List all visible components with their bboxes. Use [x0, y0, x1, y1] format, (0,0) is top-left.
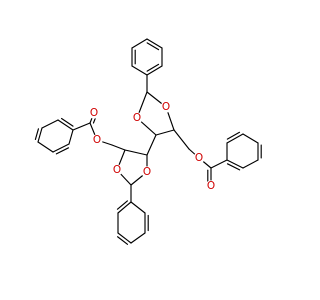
oxygen-atom-background — [88, 107, 100, 119]
single-bond — [68, 129, 74, 145]
oxygen-atom-label: O — [133, 112, 141, 124]
oxygen-atom-background — [111, 164, 123, 176]
bond-layer — [34, 38, 262, 245]
single-bond — [173, 129, 190, 150]
double-bond — [57, 119, 74, 131]
oxygen-atom-background — [160, 101, 172, 113]
oxygen-atom-background — [193, 152, 205, 164]
oxygen-atom-label: O — [162, 101, 170, 113]
double-bond — [146, 65, 163, 76]
oxygen-atom-background — [91, 134, 103, 146]
double-bond-inner — [146, 63, 160, 72]
double-bond — [226, 159, 244, 169]
single-bond — [210, 159, 228, 169]
oxygen-atom-background — [141, 166, 153, 178]
oxygen-atom-background — [205, 180, 217, 192]
single-bond — [124, 149, 148, 156]
single-bond — [111, 144, 126, 151]
atom-label-layer: O O O O O O O O — [88, 101, 217, 192]
double-bond — [117, 201, 132, 214]
double-bond-inner — [226, 131, 241, 140]
molecule-structure-diagram: O O O O O O O O — [34, 38, 262, 245]
oxygen-atom-label: O — [90, 107, 98, 119]
single-bond — [146, 134, 157, 156]
double-bond — [226, 133, 244, 144]
double-bond-inner — [34, 128, 40, 141]
single-bond — [72, 122, 91, 131]
oxygen-atom-label: O — [113, 164, 121, 176]
oxygen-atom-label: O — [143, 166, 151, 178]
single-bond — [155, 129, 175, 136]
double-bond-inner — [116, 200, 128, 210]
double-bond-inner — [117, 236, 129, 245]
double-bond — [52, 143, 70, 153]
double-bond-inner — [146, 42, 160, 51]
single-bond — [41, 119, 59, 129]
double-bond-inner — [55, 147, 70, 155]
double-bond-inner — [61, 117, 74, 127]
oxygen-atom-label: O — [93, 134, 101, 146]
single-bond — [242, 133, 259, 144]
oxygen-atom-label: O — [207, 180, 215, 192]
double-bond — [146, 38, 163, 49]
oxygen-atom-label: O — [195, 152, 203, 164]
single-bond — [130, 201, 146, 214]
single-bond — [130, 232, 146, 244]
oxygen-atom-background — [131, 112, 143, 124]
single-bond — [131, 38, 148, 49]
single-bond — [37, 141, 54, 153]
double-bond — [37, 127, 43, 143]
single-bond — [242, 159, 259, 169]
double-bond-inner — [226, 163, 241, 171]
single-bond — [131, 65, 148, 76]
double-bond — [117, 232, 132, 244]
